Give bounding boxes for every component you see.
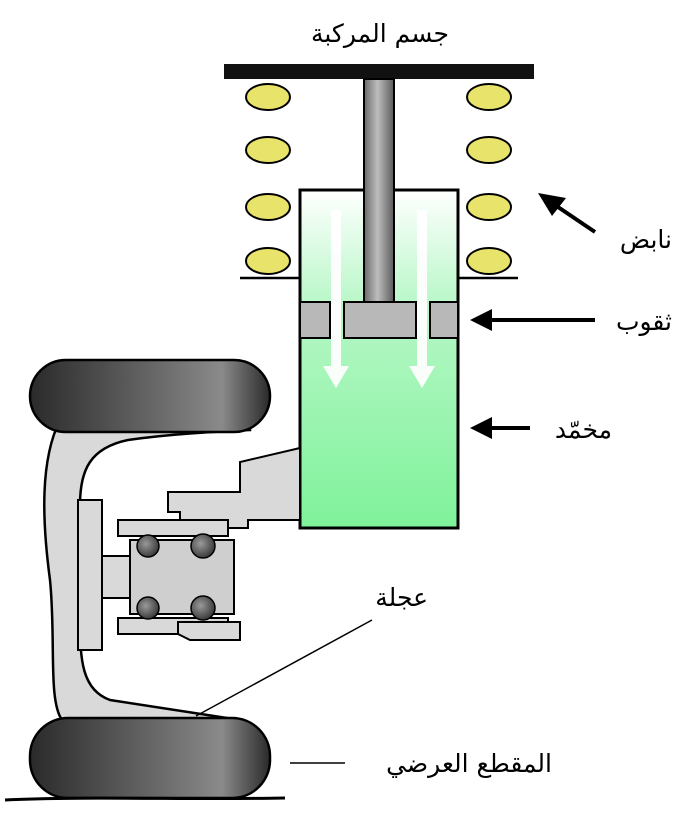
piston-segment-right — [429, 301, 459, 339]
bearing-ball — [136, 534, 160, 558]
spring-coil — [466, 83, 512, 111]
wheel-rim — [43, 418, 252, 722]
bearing-balls — [136, 533, 216, 621]
spring-coil — [245, 136, 291, 164]
vehicle-body-bar — [224, 64, 534, 79]
bearing-ball — [136, 596, 160, 620]
flow-arrows — [323, 210, 435, 388]
bearing-ball — [190, 533, 216, 559]
spring-coil — [466, 136, 512, 164]
label-arrows — [470, 193, 597, 439]
piston-segment-left — [299, 301, 331, 339]
wheel-leader-line — [195, 619, 373, 717]
cross-section-label: المقطع العرضي — [386, 749, 552, 779]
orifices-arrow-head — [470, 309, 492, 331]
damper-label: مخمّد — [555, 415, 612, 444]
spring-coil — [245, 83, 291, 111]
piston-head — [299, 301, 459, 339]
axle-flange — [77, 499, 103, 651]
vehicle-body-label: جسم المركبة — [311, 19, 449, 49]
lower-arm — [177, 621, 241, 641]
tire-top — [28, 358, 272, 434]
orifices-label: ثقوب — [616, 307, 672, 336]
spring-coils — [245, 83, 512, 275]
spring-coil — [245, 193, 291, 221]
ground-line — [4, 796, 286, 802]
bearing-ball — [190, 595, 216, 621]
wheel-label: عجلة — [375, 583, 428, 612]
damper-arrow-head — [470, 417, 492, 439]
spring-label: نابض — [620, 225, 672, 254]
piston-segment-center — [343, 301, 417, 339]
spring-arrow-head — [538, 193, 566, 216]
spring-coil — [466, 247, 512, 275]
hub-assembly — [77, 446, 301, 651]
tire-bottom — [28, 716, 272, 800]
bearing-housing-upper — [117, 519, 229, 537]
piston-rod — [363, 78, 395, 303]
spring-coil — [466, 193, 512, 221]
spring-coil — [245, 247, 291, 275]
upright-arm — [167, 446, 301, 529]
